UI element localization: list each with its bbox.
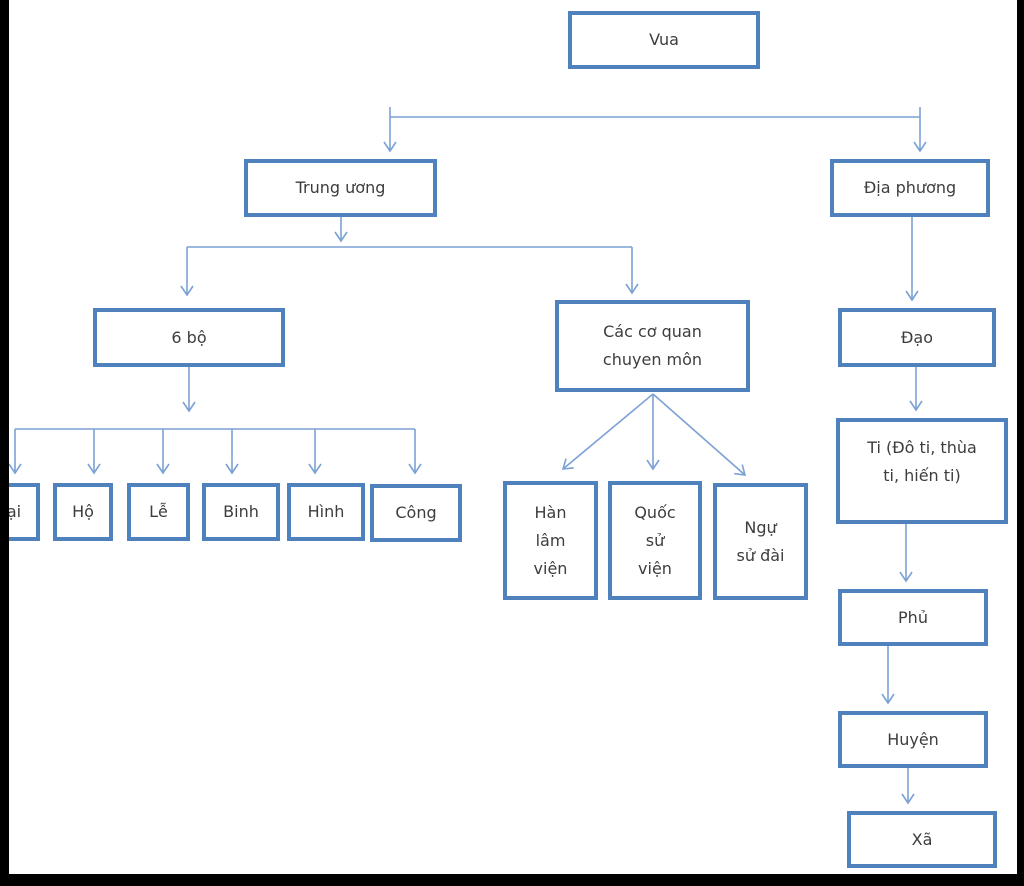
node-ngu-su-dai: Ngự sử đài [713,483,808,600]
node-han-lam-vien: Hàn lâm viện [503,481,598,600]
node-vua-label: Vua [649,30,679,49]
node-han-lam-vien-label: Hàn lâm viện [533,502,568,578]
node-6-bo-label: 6 bộ [171,327,207,347]
frame-strip-bottom [0,874,1024,886]
node-bo-lai-label: ại [6,502,22,521]
node-quoc-su-vien: Quốc sử viện [608,481,702,600]
node-bo-ho: Hộ [53,483,113,541]
node-bo-cong: Công [370,484,462,542]
node-ti-label: Ti (Đô ti, thùa ti, hiến ti) [867,438,977,485]
node-bo-binh-label: Binh [223,502,259,521]
node-ti: Ti (Đô ti, thùa ti, hiến ti) [836,418,1008,524]
node-phu-label: Phủ [898,607,928,627]
node-bo-le: Lễ [127,483,190,541]
node-xa-label: Xã [911,829,933,849]
connector-vua-split [383,107,927,153]
node-xa: Xã [847,811,997,868]
node-bo-binh: Binh [202,483,280,541]
node-trung-uong-label: Trung ương [295,178,386,197]
frame-strip-right [1017,0,1024,886]
node-ngu-su-dai-label: Ngự sử đài [736,517,785,565]
frame-strip-left [0,0,9,886]
node-huyen-label: Huyện [887,729,939,749]
node-bo-hinh: Hình [287,483,365,541]
node-huyen: Huyện [838,711,988,768]
node-bo-cong-label: Công [395,503,437,522]
node-dao: Đạo [838,308,996,367]
connector-6bo-fan [8,367,422,475]
node-trung-uong: Trung ương [244,159,437,217]
connector-trung-uong-split [180,217,639,297]
node-quoc-su-vien-label: Quốc sử viện [634,502,676,578]
node-cac-co-quan-label: Các cơ quan chuyen môn [602,322,703,369]
node-vua: Vua [568,11,760,69]
node-phu: Phủ [838,589,988,646]
node-6-bo: 6 bộ [93,308,285,367]
node-dao-label: Đạo [901,327,933,347]
node-dia-phuong: Địa phương [830,159,990,217]
node-cac-co-quan: Các cơ quan chuyen môn [555,300,750,392]
node-dia-phuong-label: Địa phương [863,178,957,197]
node-bo-ho-label: Hộ [72,502,94,521]
connector-coquan-fan [561,393,747,476]
node-bo-hinh-label: Hình [307,502,345,521]
connector-diaphuong-chain [881,217,923,805]
node-bo-le-label: Lễ [149,502,168,521]
